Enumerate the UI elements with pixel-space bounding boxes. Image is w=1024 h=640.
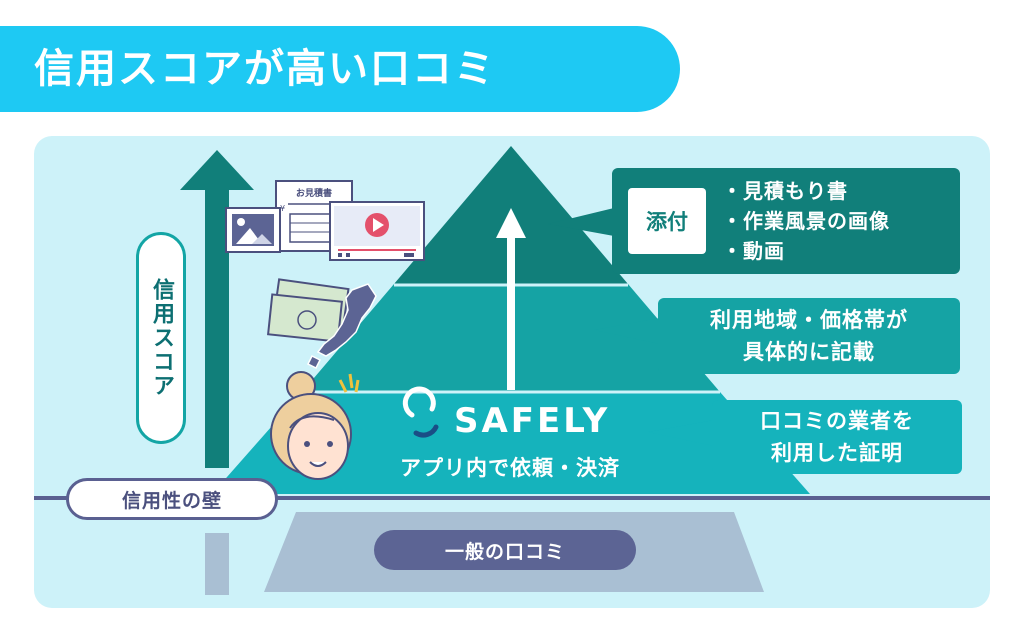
region-price-text: 利用地域・価格帯が 具体的に記載 <box>658 304 960 368</box>
pyramid-bottom-layer <box>212 392 810 494</box>
video-icon <box>329 201 425 261</box>
japan-map-icon <box>306 283 377 370</box>
attachment-label: 添付 <box>628 188 706 254</box>
attachment-item-work-image: ・作業風景の画像 <box>722 209 890 233</box>
callout-pointer-proof <box>648 420 714 446</box>
safely-subtitle: アプリ内で依頼・決済 <box>400 456 620 480</box>
region-price-callout: 利用地域・価格帯が 具体的に記載 <box>658 298 960 374</box>
safely-logo-icon <box>402 386 439 438</box>
credibility-wall-label: 信用性の壁 <box>66 478 278 520</box>
region-price-line1: 利用地域・価格帯が <box>710 308 908 332</box>
safely-logo: SAFELY <box>408 396 610 446</box>
proof-line1: 口コミの業者を <box>760 409 914 433</box>
proof-line2: 利用した証明 <box>771 441 903 465</box>
attachment-item-estimate: ・見積もり書 <box>722 179 848 203</box>
image-icon <box>225 207 281 253</box>
score-arrow-stem-lower <box>205 533 229 595</box>
estimate-doc-title: お見積書 <box>296 187 332 199</box>
estimate-doc-amount: ¥ <box>280 204 285 213</box>
safely-logo-text: SAFELY <box>454 401 611 441</box>
callout-pointer-attachment <box>548 208 614 236</box>
region-price-line2: 具体的に記載 <box>743 340 875 364</box>
woman-avatar <box>270 371 352 480</box>
wall-line <box>34 496 990 500</box>
title-banner: 信用スコアが高い口コミ <box>0 26 680 112</box>
credit-score-label: 信用スコア <box>136 232 186 444</box>
page-title: 信用スコアが高い口コミ <box>34 46 496 92</box>
callout-pointer-region <box>594 318 660 344</box>
score-arrow <box>180 150 254 468</box>
exclamation-marks <box>338 373 360 393</box>
proof-callout: 口コミの業者を 利用した証明 <box>712 400 962 474</box>
general-reviews-label: 一般の口コミ <box>374 530 636 570</box>
attachment-list: ・見積もり書 ・作業風景の画像 ・動画 <box>722 176 890 266</box>
attachment-callout: 添付 ・見積もり書 ・作業風景の画像 ・動画 <box>612 168 960 274</box>
banknotes-icon <box>267 278 350 343</box>
pyramid-arrow <box>496 208 526 390</box>
proof-text: 口コミの業者を 利用した証明 <box>712 405 962 469</box>
attachment-item-video: ・動画 <box>722 239 785 263</box>
